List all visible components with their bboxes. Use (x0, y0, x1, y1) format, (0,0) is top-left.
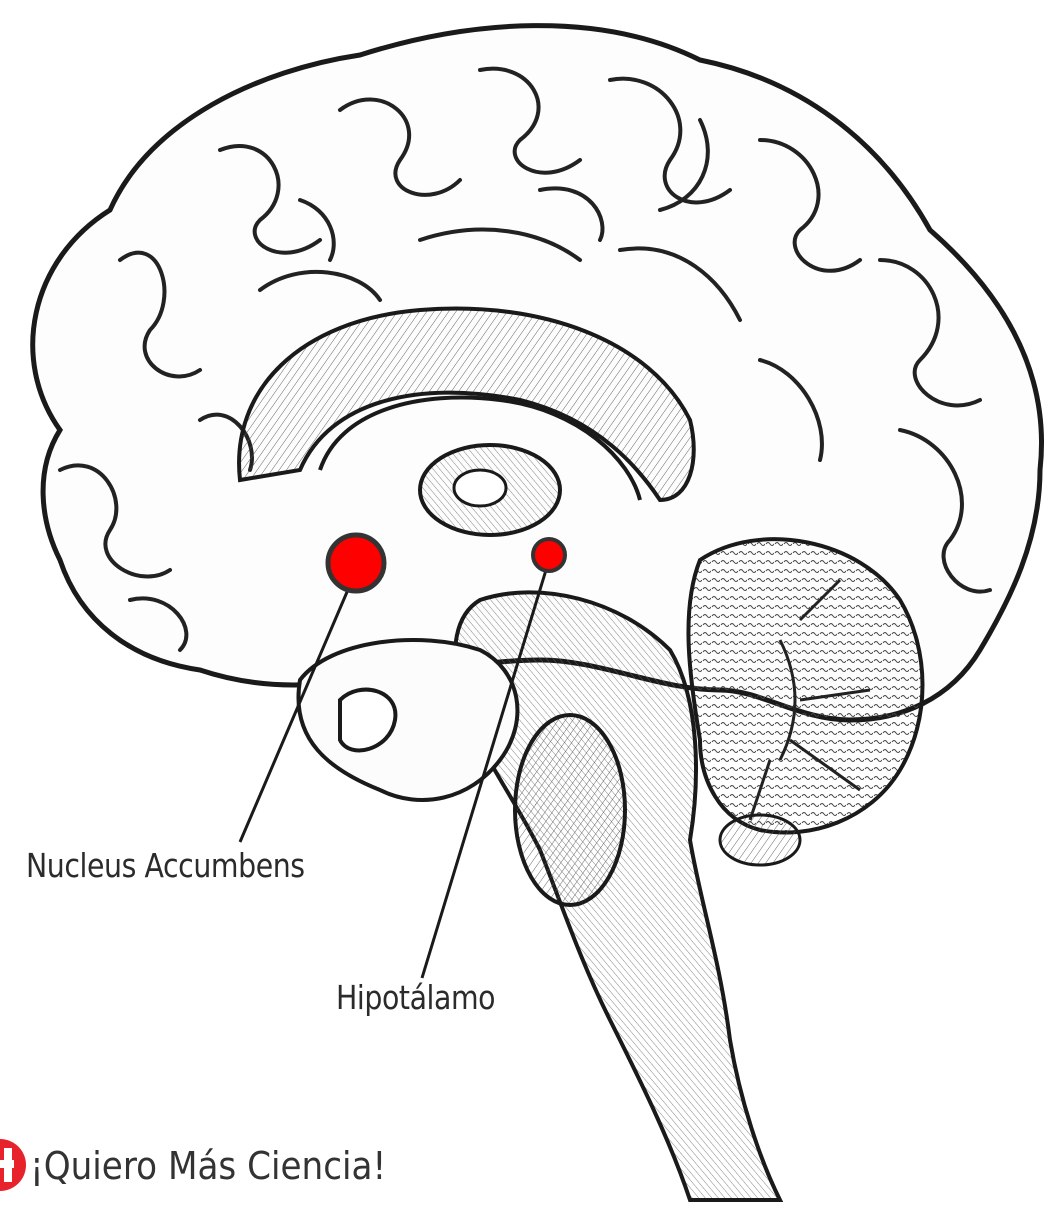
hipotalamo-marker (533, 539, 565, 571)
brand-name: ¡Quiero Más Ciencia! (30, 1144, 386, 1188)
nucleus-accumbens-marker (328, 535, 384, 591)
brand: ¡Quiero Más Ciencia! (0, 1128, 426, 1204)
nucleus-accumbens-label: Nucleus Accumbens (26, 846, 305, 885)
hipotalamo-label: Hipotálamo (336, 978, 495, 1017)
pons (515, 715, 625, 905)
cerebellum (688, 539, 922, 832)
